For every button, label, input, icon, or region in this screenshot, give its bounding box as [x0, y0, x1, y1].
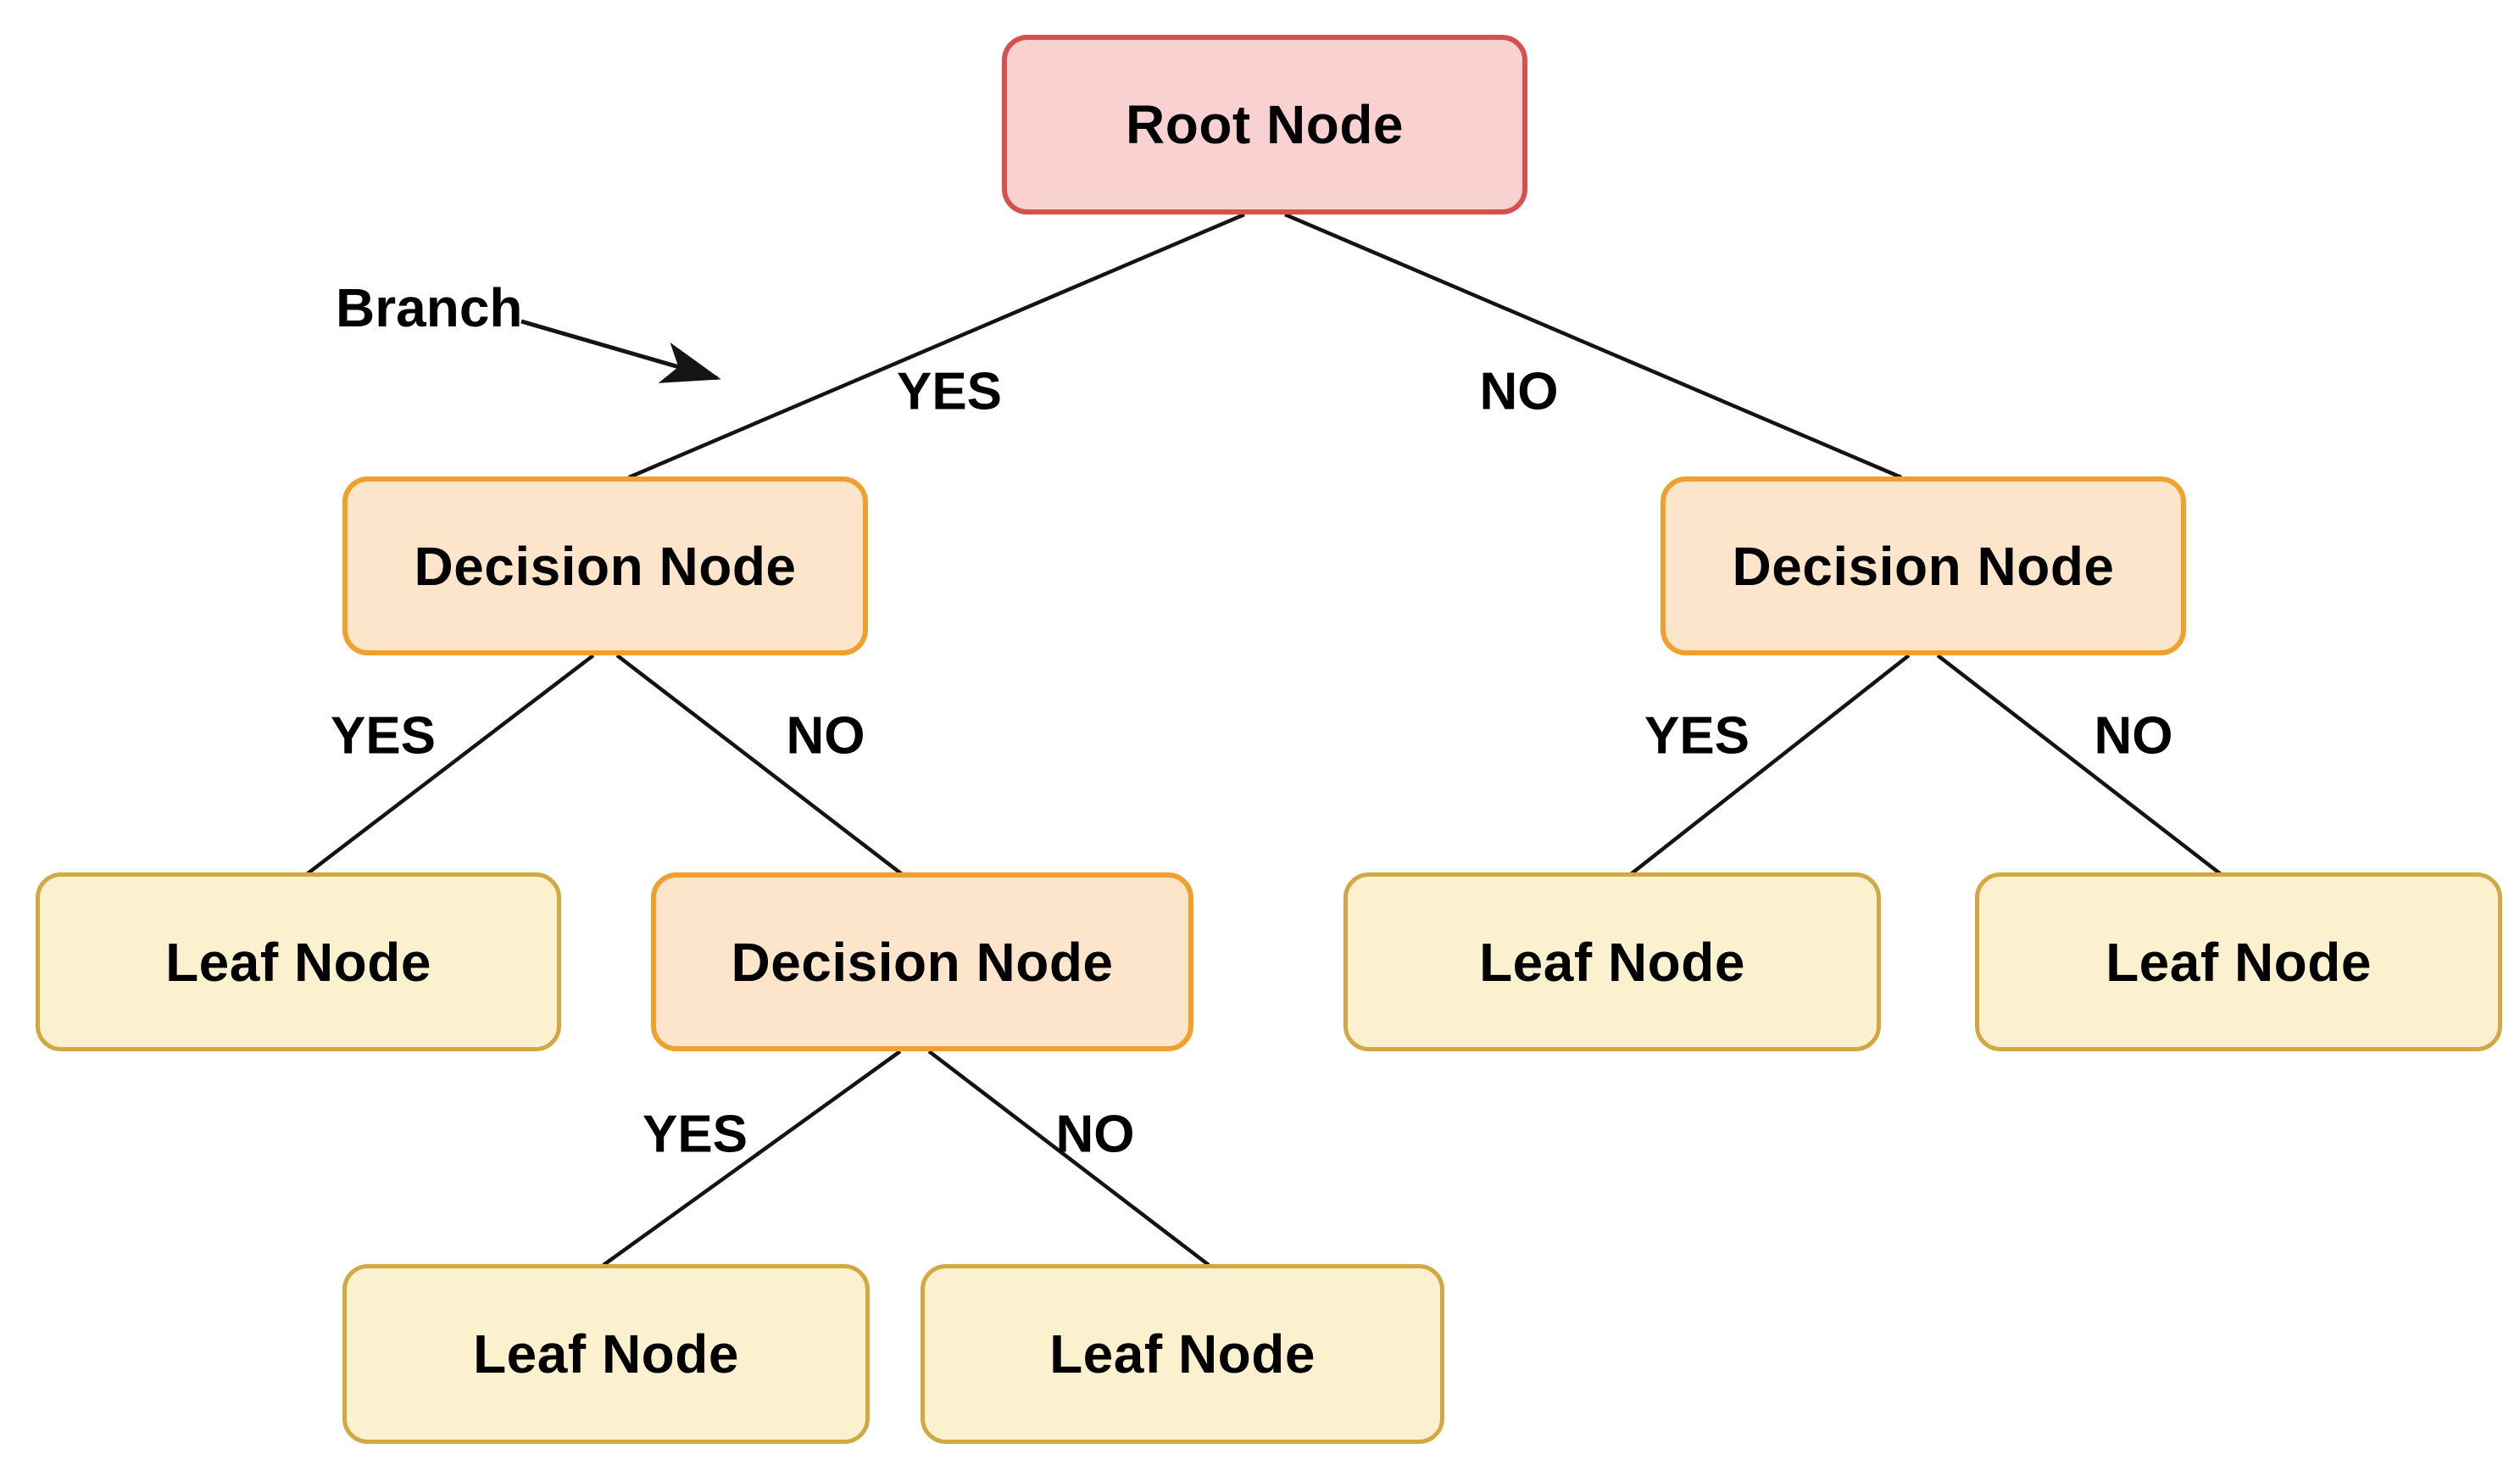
edge-root-to-decision-left — [628, 212, 1245, 480]
node-leaf-right-1-label: Leaf Node — [1479, 931, 1745, 993]
node-leaf-far-left: Leaf Node — [36, 872, 561, 1051]
node-decision-right-label: Decision Node — [1732, 535, 2115, 597]
edge-label-right-yes: YES — [1644, 706, 1750, 766]
node-decision-left: Decision Node — [342, 476, 868, 655]
node-decision-mid-label: Decision Node — [731, 931, 1114, 993]
node-root-label: Root Node — [1126, 94, 1404, 155]
edge-decision-mid-to-leaf-bottom-left — [602, 1050, 902, 1267]
node-leaf-right-1: Leaf Node — [1343, 872, 1881, 1051]
node-decision-mid: Decision Node — [651, 872, 1193, 1051]
edge-decision-mid-to-leaf-bottom-right — [927, 1050, 1210, 1267]
node-leaf-far-left-label: Leaf Node — [165, 931, 431, 993]
edge-decision-left-to-leaf-far-left — [305, 654, 595, 876]
node-leaf-right-2: Leaf Node — [1975, 872, 2502, 1051]
node-leaf-bottom-left-label: Leaf Node — [473, 1323, 739, 1385]
node-leaf-bottom-right: Leaf Node — [921, 1264, 1444, 1444]
edge-label-root-no: NO — [1479, 362, 1559, 421]
branch-annotation-label: Branch — [336, 277, 523, 338]
edge-decision-right-to-leaf-right-1 — [1629, 654, 1911, 876]
node-decision-right: Decision Node — [1661, 476, 2186, 655]
node-leaf-right-2-label: Leaf Node — [2106, 931, 2372, 993]
edge-label-left-no: NO — [786, 706, 865, 766]
node-root: Root Node — [1002, 35, 1527, 215]
edge-label-mid-yes: YES — [642, 1105, 748, 1164]
edge-decision-left-to-decision-mid — [615, 654, 904, 876]
edge-label-right-no: NO — [2094, 706, 2173, 766]
edge-root-to-decision-right — [1284, 212, 1902, 480]
node-leaf-bottom-right-label: Leaf Node — [1049, 1323, 1316, 1385]
edge-label-left-yes: YES — [330, 706, 437, 766]
branch-arrow-icon — [520, 319, 721, 383]
node-leaf-bottom-left: Leaf Node — [342, 1264, 870, 1444]
edge-label-mid-no: NO — [1055, 1105, 1135, 1164]
edge-decision-right-to-leaf-right-2 — [1936, 654, 2222, 876]
node-decision-left-label: Decision Node — [414, 535, 797, 597]
edge-label-root-yes: YES — [896, 362, 1003, 421]
